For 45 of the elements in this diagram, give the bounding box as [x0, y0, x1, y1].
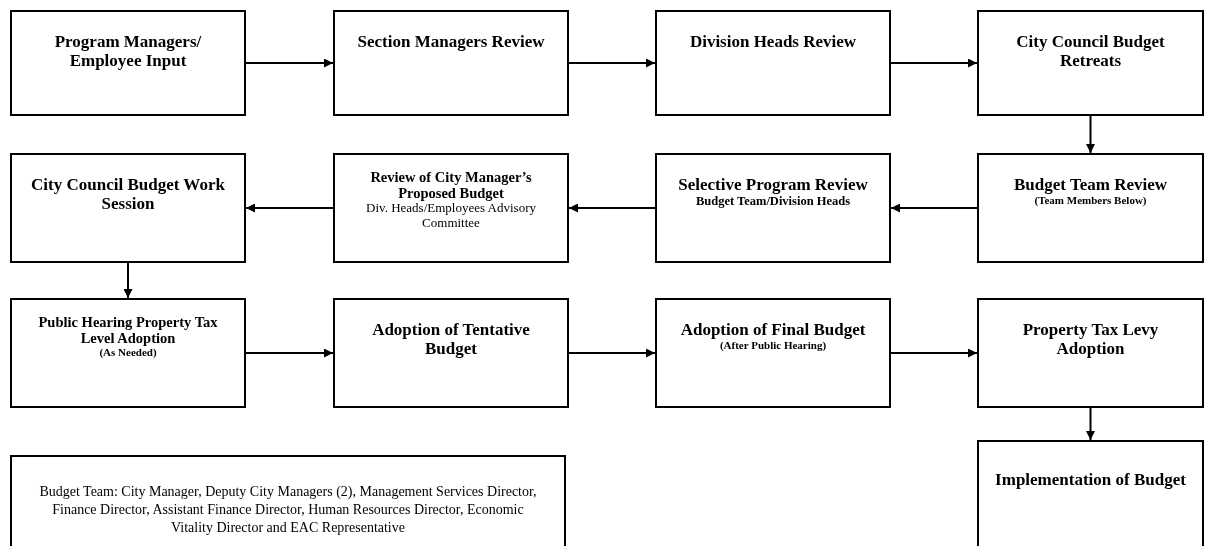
step-note: (Team Members Below) [1034, 194, 1147, 207]
step-title: Adoption of Tentative Budget [371, 320, 531, 359]
arrow [890, 348, 978, 358]
process-box [10, 298, 246, 408]
step-title: Division Heads Review [689, 32, 857, 52]
process-box [977, 298, 1204, 408]
arrow [1086, 115, 1095, 154]
note-text: Budget Team: City Manager, Deputy City Managers (2), Management Services Director, Finance Director, Assistant Finance Director, Human Resources Director, Economic Vitality Director and EAC Representative [38, 483, 538, 538]
step-title: Review of City Manager’s Proposed Budget [369, 169, 533, 202]
arrow [568, 348, 656, 358]
process-box [977, 440, 1204, 546]
step-note: Div. Heads/Employees Advisory Committee [365, 201, 537, 231]
process-box [333, 298, 569, 408]
step-title: City Council Budget Retreats [1015, 32, 1166, 71]
step-title: City Council Budget Work Session [30, 175, 226, 214]
process-box [977, 10, 1204, 116]
process-box [977, 153, 1204, 263]
step-title: Adoption of Final Budget [680, 320, 866, 340]
arrow [245, 348, 334, 358]
step-title: Public Hearing Property Tax Level Adoption [37, 314, 219, 347]
step-note: Budget Team/Division Heads [695, 194, 851, 209]
step-title: Implementation of Budget [995, 470, 1186, 490]
arrow [245, 203, 334, 213]
process-box [655, 10, 891, 116]
step-title: Section Managers Review [357, 32, 545, 52]
arrow [890, 58, 978, 68]
step-note: (As Needed) [99, 346, 157, 359]
arrow [245, 58, 334, 68]
note-box [10, 455, 566, 546]
process-box [10, 153, 246, 263]
step-title: Selective Program Review [678, 175, 868, 195]
step-title: Property Tax Levy Adoption [1021, 320, 1160, 359]
arrow [1086, 407, 1095, 441]
process-box [10, 10, 246, 116]
step-title: Budget Team Review [1014, 175, 1167, 195]
arrow [123, 262, 133, 299]
step-title: Program Managers/ Employee Input [53, 32, 203, 71]
process-box [333, 153, 569, 263]
arrow [568, 203, 656, 213]
arrow [890, 203, 978, 213]
step-note: (After Public Hearing) [719, 339, 827, 352]
process-box [655, 153, 891, 263]
process-box [655, 298, 891, 408]
arrow [568, 58, 656, 68]
process-box [333, 10, 569, 116]
